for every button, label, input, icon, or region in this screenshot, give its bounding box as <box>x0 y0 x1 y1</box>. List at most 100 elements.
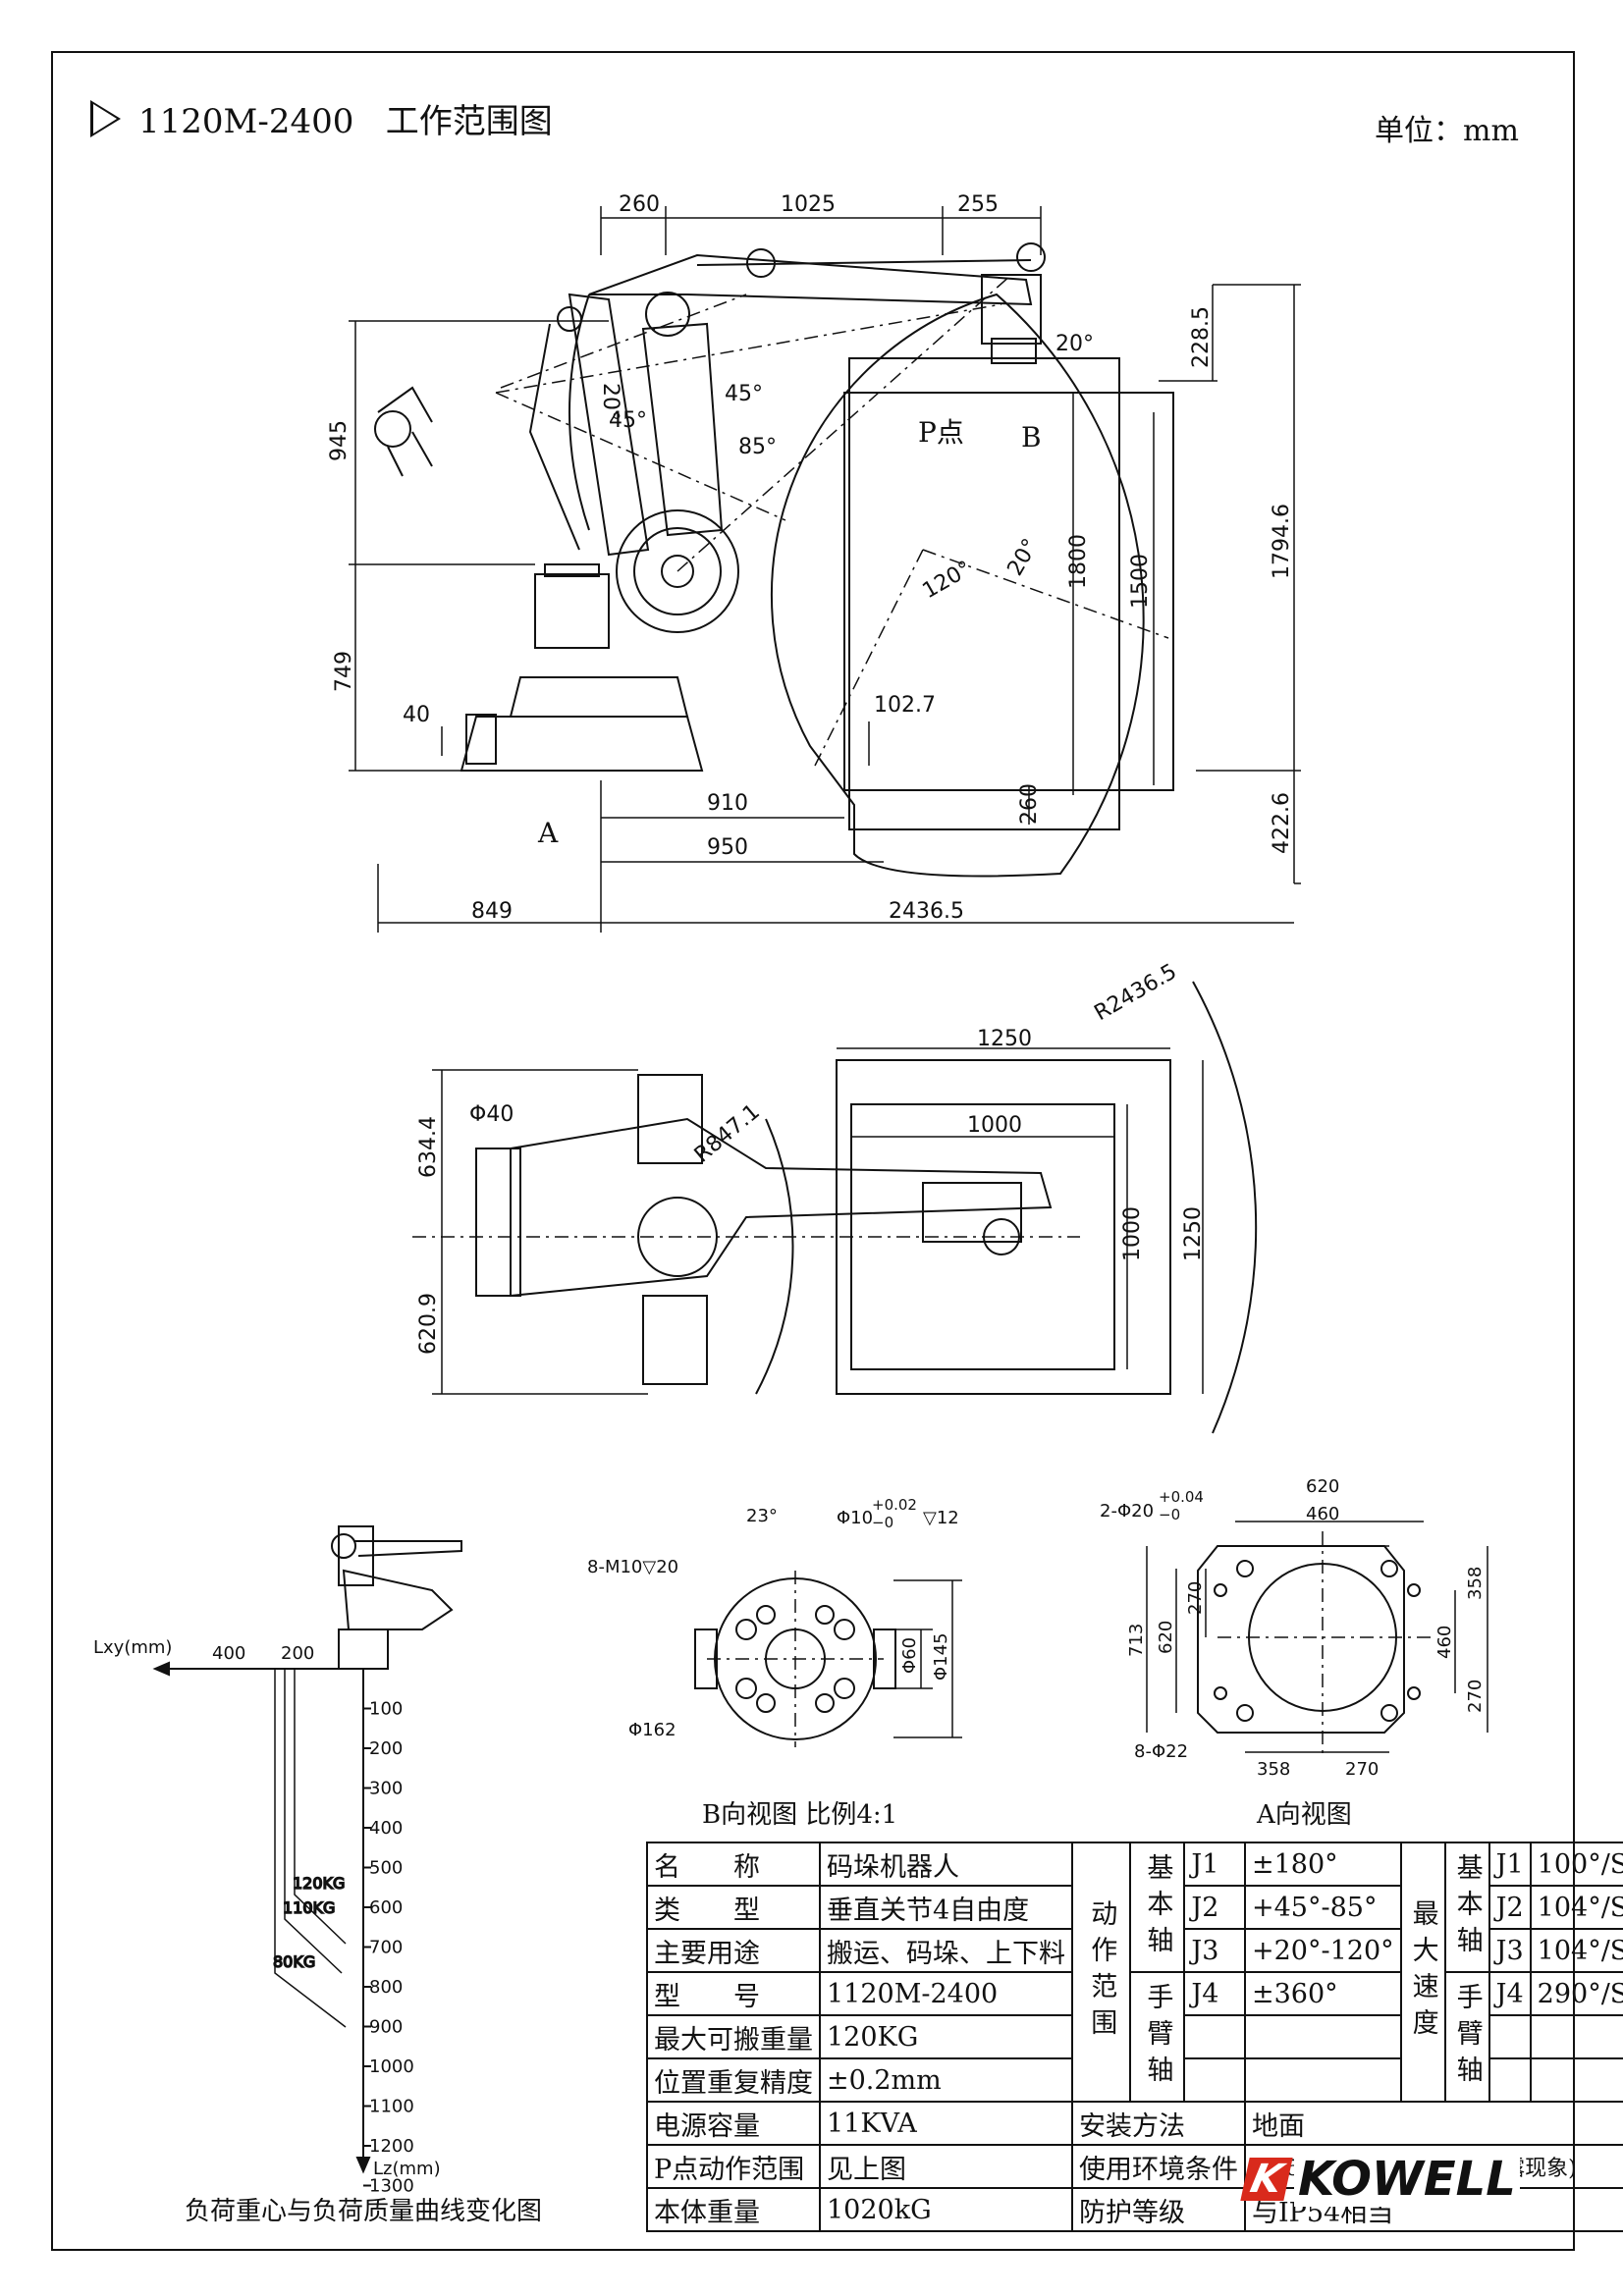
dim-620-top: 620 <box>1306 1476 1339 1497</box>
spec-value-power: 11KVA <box>819 2101 1073 2146</box>
dim-20deg-lower: 20° <box>1003 535 1044 580</box>
speed-wrist-axis: 手臂轴 <box>1443 1971 1490 2103</box>
motion-range-title: 动作范围 <box>1070 1842 1132 2103</box>
spec-value-install: 地面 <box>1243 2101 1623 2146</box>
spec-label-type: 类 型 <box>646 1885 821 1930</box>
load-chart-y-tick-label: 800 <box>369 1977 403 1998</box>
speed-j2: J2 <box>1488 1885 1532 1930</box>
motion-j1-value: ±180° <box>1244 1842 1402 1887</box>
dim-120deg: 120° <box>919 557 976 604</box>
spec-value-type: 垂直关节4自由度 <box>819 1885 1073 1930</box>
dim-8-phi22: 8-Φ22 <box>1134 1741 1188 1762</box>
spec-value-name: 码垛机器人 <box>819 1842 1073 1887</box>
dim-40: 40 <box>403 703 430 727</box>
dim-phi162: Φ162 <box>628 1720 676 1740</box>
dim-945: 945 <box>327 420 352 461</box>
dim-950: 950 <box>707 835 748 860</box>
load-curve-label: 80KG <box>273 1952 315 1971</box>
dim-634.4: 634.4 <box>416 1116 441 1178</box>
label-p-point: P点 <box>918 416 964 449</box>
speed-base-axis: 基本轴 <box>1443 1842 1490 1973</box>
page-title: 1120M-2400 工作范围图 <box>90 94 553 142</box>
max-speed-title: 最大速度 <box>1399 1842 1446 2103</box>
dim-910: 910 <box>707 791 748 816</box>
spec-label-repeat: 位置重复精度 <box>646 2057 821 2103</box>
spec-label-name: 名 称 <box>646 1842 821 1887</box>
speed-j3-value: 104°/S <box>1529 1928 1623 1973</box>
load-chart-y-tick-label: 1200 <box>369 2136 414 2157</box>
dim-85deg: 85° <box>738 435 777 459</box>
load-chart-y-tick-label: 700 <box>369 1938 403 1958</box>
load-chart-y-tick-label: 500 <box>369 1858 403 1879</box>
dim-228.5: 228.5 <box>1189 306 1214 368</box>
speed-j4: J4 <box>1488 1971 1532 2016</box>
dim-phi145: Φ145 <box>931 1632 951 1681</box>
dim-1000-side: 1000 <box>1120 1206 1145 1261</box>
dim-255: 255 <box>957 192 999 217</box>
load-chart-x-axis-label: Lxy(mm) <box>93 1637 172 1658</box>
load-chart-y-tick-label: 400 <box>369 1818 403 1839</box>
dim-1025: 1025 <box>781 192 836 217</box>
dim-460-top: 460 <box>1306 1504 1339 1524</box>
spec-label-protect: 防护等级 <box>1071 2187 1246 2232</box>
load-curve-label: 110KG <box>283 1898 335 1917</box>
dim-260: 260 <box>619 192 660 217</box>
load-curve-80kg <box>274 1669 347 2028</box>
dim-45deg-b: 45° <box>609 408 647 433</box>
dim-phi10-upper: +0.02 <box>872 1496 917 1514</box>
motion-wrist-axis: 手臂轴 <box>1129 1971 1186 2103</box>
dim-1250-side: 1250 <box>1181 1206 1206 1261</box>
load-chart-x-tick-label: 400 <box>212 1643 245 1664</box>
label-b: B <box>1021 421 1042 454</box>
load-chart-y-tick-label: 100 <box>369 1699 403 1720</box>
dim-8-m10: 8-M10▽20 <box>587 1557 678 1577</box>
spec-label-weight: 本体重量 <box>646 2187 821 2232</box>
dim-270-bottom: 270 <box>1345 1759 1379 1780</box>
b-view-caption: B向视图 比例4:1 <box>702 1800 898 1830</box>
spec-table: 名 称 码垛机器人 动作范围 基本轴 J1 ±180° 最大速度 基本轴 J1 … <box>646 1842 1623 2232</box>
dim-phi10-lower: −0 <box>872 1514 893 1531</box>
load-chart-y-tick-label: 1300 <box>369 2176 414 2197</box>
dim-749: 749 <box>332 651 356 692</box>
load-chart-caption: 负荷重心与负荷质量曲线变化图 <box>185 2197 543 2226</box>
load-chart-y-tick-label: 1000 <box>369 2056 414 2077</box>
load-curve-label: 120KG <box>293 1874 345 1893</box>
label-a: A <box>537 817 559 849</box>
unit-label: 单位：mm <box>1375 114 1519 148</box>
brand-wordmark: KOWELL <box>1294 2152 1520 2207</box>
motion-j3-value: +20°-120° <box>1244 1928 1402 1973</box>
dim-270-right: 270 <box>1465 1680 1486 1713</box>
spec-label-install: 安装方法 <box>1071 2101 1246 2146</box>
motion-j2-value: +45°-85° <box>1244 1885 1402 1930</box>
dim-r2436.5: R2436.5 <box>1091 959 1181 1026</box>
triangle-marker-icon <box>90 99 121 137</box>
spec-value-prange: 见上图 <box>819 2144 1073 2189</box>
dim-2-phi20: 2-Φ20 <box>1100 1501 1154 1522</box>
spec-label-use: 主要用途 <box>646 1928 821 1973</box>
spec-label-prange: P点动作范围 <box>646 2144 821 2189</box>
dim-620.9: 620.9 <box>416 1293 441 1355</box>
dim-23deg: 23° <box>746 1506 778 1526</box>
a-view-caption: A向视图 <box>1257 1800 1352 1830</box>
dim-phi40: Φ40 <box>469 1102 514 1127</box>
spec-label-power: 电源容量 <box>646 2101 821 2146</box>
dim-phi60: Φ60 <box>899 1637 920 1674</box>
motion-base-axis: 基本轴 <box>1129 1842 1186 1973</box>
load-chart-x-tick-label: 200 <box>281 1643 314 1664</box>
dim-20deg-arm: 20° <box>598 383 622 421</box>
load-chart-y-tick-label: 300 <box>369 1779 403 1799</box>
dim-358-right: 358 <box>1465 1567 1486 1600</box>
dim-1794.6: 1794.6 <box>1270 504 1294 579</box>
spec-value-repeat: ±0.2mm <box>819 2057 1073 2103</box>
dim-1800: 1800 <box>1066 534 1091 589</box>
motion-j4-value: ±360° <box>1244 1971 1402 2016</box>
spec-label-payload: 最大可搬重量 <box>646 2014 821 2059</box>
title-text: 1120M-2400 工作范围图 <box>138 102 553 141</box>
dim-102.7: 102.7 <box>874 693 936 718</box>
load-chart-y-tick-label: 900 <box>369 2017 403 2038</box>
spec-label-env: 使用环境条件 <box>1071 2144 1246 2189</box>
speed-j4-value: 290°/S <box>1529 1971 1623 2016</box>
load-chart-y-tick-label: 600 <box>369 1897 403 1918</box>
dim-2-phi20-lower: −0 <box>1159 1506 1180 1523</box>
